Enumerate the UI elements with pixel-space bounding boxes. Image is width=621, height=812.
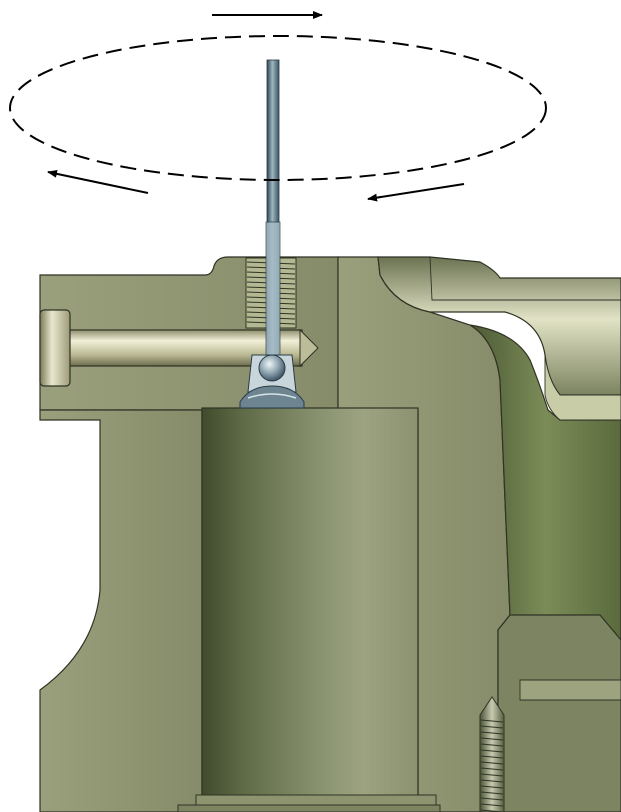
swivel-pad	[239, 354, 305, 409]
thread-line	[480, 773, 504, 777]
vise-lower-right-face	[519, 679, 621, 701]
thread-line	[480, 767, 504, 771]
thread-line	[480, 797, 504, 801]
vise-cylinder	[201, 407, 419, 812]
thread-line	[480, 749, 504, 753]
thread-line	[480, 785, 504, 789]
thread-line	[480, 743, 504, 747]
rotation-path-ellipse	[9, 35, 547, 181]
thread-line	[480, 755, 504, 759]
vise-slide-channel	[469, 324, 621, 681]
vise-body-lower-left	[39, 409, 203, 812]
thread-line	[480, 731, 504, 735]
thread-line	[480, 737, 504, 741]
spindle-rod-lower	[265, 221, 281, 363]
threaded-bolt-right	[479, 696, 505, 812]
vise-jaw-face-line	[429, 256, 621, 301]
thread-line	[480, 761, 504, 765]
rotation-arrow-bottom-right	[367, 183, 465, 202]
thread-line	[480, 719, 504, 723]
vise-lower-right-block	[497, 614, 621, 812]
vise-cylinder-base-lip	[177, 804, 441, 812]
thread-line	[480, 791, 504, 795]
thread-line	[480, 725, 504, 729]
thread-line	[480, 779, 504, 783]
thread-line	[480, 803, 504, 807]
vise-slide-highlight	[544, 354, 621, 421]
rotation-indicator	[9, 11, 547, 202]
rotation-arrow-bottom-left	[47, 169, 149, 194]
